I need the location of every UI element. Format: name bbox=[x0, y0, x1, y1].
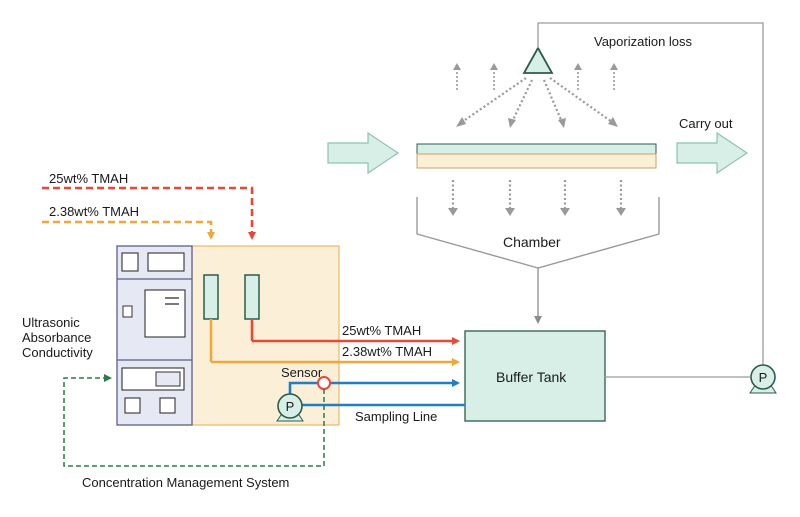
sensor-cell-25 bbox=[244, 274, 260, 320]
drip-arrow-heads bbox=[448, 208, 626, 216]
spray-nozzle bbox=[522, 46, 554, 74]
tmah-238-right-label: 2.38wt% TMAH bbox=[342, 344, 432, 359]
sensor-label: Sensor bbox=[281, 365, 323, 380]
concentration-system-label: Concentration Management System bbox=[82, 475, 289, 490]
control-feedback-line bbox=[63, 374, 325, 467]
spray-arrow-heads bbox=[456, 117, 618, 128]
tmah-25-line-in bbox=[42, 186, 256, 240]
device-slot-2 bbox=[147, 252, 185, 272]
ultrasonic-label: Ultrasonic bbox=[22, 315, 80, 330]
device-slot-1 bbox=[121, 252, 139, 272]
pump-right-label: P bbox=[759, 370, 768, 385]
pump-left: P bbox=[276, 393, 304, 422]
wafer-in-arrow bbox=[327, 131, 400, 175]
device-button-1 bbox=[124, 397, 141, 414]
pump-right: P bbox=[749, 364, 777, 394]
absorbance-label: Absorbance bbox=[22, 330, 91, 345]
control-panel bbox=[191, 245, 340, 426]
spray-arrows bbox=[461, 77, 613, 123]
buffer-tank bbox=[464, 330, 606, 422]
pump-left-label: P bbox=[286, 399, 295, 414]
vapor-arrow-heads bbox=[453, 63, 618, 70]
vapor-arrows bbox=[456, 70, 615, 90]
wafer-bottom-layer bbox=[416, 153, 657, 169]
sensor-cell-238 bbox=[203, 274, 219, 320]
sampling-line-label: Sampling Line bbox=[355, 409, 437, 424]
tmah-25-right-label: 25wt% TMAH bbox=[342, 323, 421, 338]
vaporization-loss-label: Vaporization loss bbox=[594, 34, 693, 49]
drip-arrows bbox=[451, 180, 623, 208]
carry-out-label: Carry out bbox=[679, 116, 733, 131]
device-button-2 bbox=[159, 397, 176, 414]
carry-out-arrow bbox=[676, 131, 749, 175]
chamber-label: Chamber bbox=[503, 234, 561, 250]
conductivity-label: Conductivity bbox=[22, 345, 93, 360]
device-indicator bbox=[122, 305, 133, 318]
return-line bbox=[537, 22, 764, 368]
buffer-tank-label: Buffer Tank bbox=[496, 369, 567, 385]
tmah-238-top-label: 2.38wt% TMAH bbox=[49, 204, 139, 219]
tmah-238-line-in bbox=[42, 220, 215, 240]
tmah-25-top-label: 25wt% TMAH bbox=[49, 171, 128, 186]
wafer-top-layer bbox=[416, 143, 657, 155]
device-screen bbox=[144, 289, 186, 338]
